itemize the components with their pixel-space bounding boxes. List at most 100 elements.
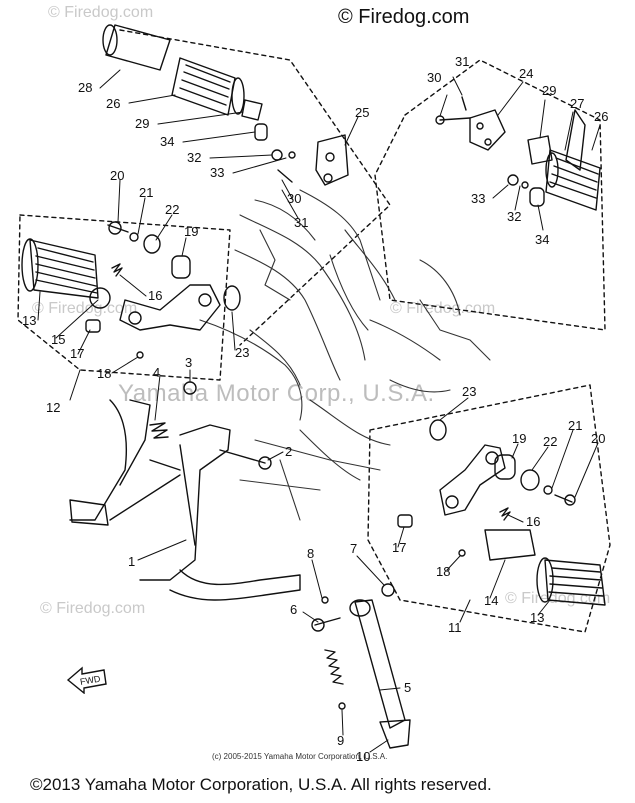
side-stand-nut [381, 583, 395, 597]
rear-right-bolt [439, 117, 471, 121]
right-footrest-rubber [536, 557, 606, 606]
label-26-right: 26 [594, 109, 608, 124]
diagram-copyright-small: (c) 2005-2015 Yamaha Motor Corporation, … [212, 752, 388, 761]
label-20-right: 20 [591, 431, 605, 446]
label-27: 27 [570, 96, 584, 111]
label-11: 11 [448, 620, 462, 635]
label-8: 8 [307, 546, 314, 561]
right-footrest-washer [543, 485, 553, 495]
label-24: 24 [519, 66, 533, 81]
label-23-left: 23 [235, 345, 249, 360]
right-footrest-bolt [554, 494, 573, 503]
left-footrest-pin [85, 319, 101, 333]
leader-lines [37, 69, 601, 753]
rear-right-washer [507, 174, 519, 186]
rear-left-spacer [254, 123, 268, 141]
label-32-left: 32 [187, 150, 201, 165]
center-stand [69, 399, 301, 601]
label-19-right: 19 [512, 431, 526, 446]
part-labels: 28 26 29 34 32 33 25 30 31 30 31 24 29 2… [22, 54, 608, 764]
label-5: 5 [404, 680, 411, 695]
label-18-right: 18 [436, 564, 450, 579]
label-1: 1 [128, 554, 135, 569]
left-footrest-bolt [107, 224, 129, 233]
right-footrest-cotter [458, 549, 466, 557]
label-30-left: 30 [287, 191, 301, 206]
side-stand-spring [324, 649, 344, 685]
label-4: 4 [153, 365, 160, 380]
label-16-left: 16 [148, 288, 162, 303]
center-stand-nut [183, 381, 197, 395]
label-7: 7 [350, 541, 357, 556]
upper-rear-right-group-outline [374, 59, 606, 331]
footer-copyright: ©2013 Yamaha Motor Corporation, U.S.A. A… [30, 775, 492, 794]
label-33-left: 33 [210, 165, 224, 180]
rear-right-bracket [469, 109, 506, 151]
label-33-right: 33 [471, 191, 485, 206]
rear-left-washer [271, 149, 283, 161]
side-stand-clip [338, 702, 346, 710]
label-3: 3 [185, 355, 192, 370]
label-34-left: 34 [160, 134, 174, 149]
label-12: 12 [46, 400, 60, 415]
right-footrest-group-outline [367, 384, 611, 633]
left-footrest-spring [111, 263, 123, 277]
rear-left-pin [288, 151, 296, 159]
rear-right-clip [521, 181, 529, 189]
fwd-label: FWD [79, 673, 101, 686]
rear-left-clip [277, 169, 293, 183]
label-21-left: 21 [139, 185, 153, 200]
label-29-right: 29 [542, 83, 556, 98]
rear-left-footrest-bar [102, 24, 171, 71]
left-footrest-damper [223, 285, 241, 311]
right-footrest-holder [484, 529, 536, 561]
right-footrest-spring [499, 507, 511, 521]
rear-right-pin [461, 96, 467, 111]
side-stand-pin [321, 596, 329, 604]
rear-right-plate [527, 135, 553, 165]
yamaha-corp-watermark: Yamaha Motor Corp., U.S.A. [118, 380, 435, 407]
label-20-left: 20 [110, 168, 124, 183]
label-23-right: 23 [462, 384, 476, 399]
label-31-right: 31 [455, 54, 469, 69]
right-footrest-bracket [439, 444, 506, 516]
frame-outline [199, 189, 491, 521]
left-footrest-boss [171, 255, 191, 279]
center-stand-spring [149, 422, 169, 439]
label-14: 14 [484, 593, 498, 608]
left-footrest-rubber [21, 238, 111, 309]
label-13-right: 13 [530, 610, 544, 625]
rear-left-plate [241, 99, 263, 121]
upper-rear-left-group-outline [119, 29, 391, 346]
left-footrest-group-outline [17, 214, 231, 381]
right-footrest-damper [429, 419, 447, 441]
label-22-right: 22 [543, 434, 557, 449]
label-18-left: 18 [97, 366, 111, 381]
side-stand [349, 599, 411, 749]
label-16-right: 16 [526, 514, 540, 529]
left-footrest-plate [143, 234, 161, 254]
label-2: 2 [285, 444, 292, 459]
left-footrest-washer [129, 232, 139, 242]
forward-arrow-icon: FWD [66, 666, 107, 694]
label-15: 15 [51, 332, 65, 347]
label-6: 6 [290, 602, 297, 617]
rear-left-bracket [315, 134, 349, 186]
firedog-watermark-top: © Firedog.com [48, 4, 154, 21]
right-footrest-plate [520, 469, 540, 491]
label-26-left: 26 [106, 96, 120, 111]
label-21-right: 21 [568, 418, 582, 433]
label-22-left: 22 [165, 202, 179, 217]
label-25: 25 [355, 105, 369, 120]
label-10: 10 [356, 749, 370, 764]
right-footrest-boss [494, 454, 516, 480]
rear-left-footrest-rubber [171, 57, 245, 116]
label-28: 28 [78, 80, 92, 95]
label-17-left: 17 [70, 346, 84, 361]
firedog-watermark-left: © Firedog.com [32, 300, 138, 317]
label-32-right: 32 [507, 209, 521, 224]
firedog-brand-label: © Firedog.com [338, 6, 470, 28]
label-29-left: 29 [135, 116, 149, 131]
left-footrest-cotter [136, 351, 144, 359]
